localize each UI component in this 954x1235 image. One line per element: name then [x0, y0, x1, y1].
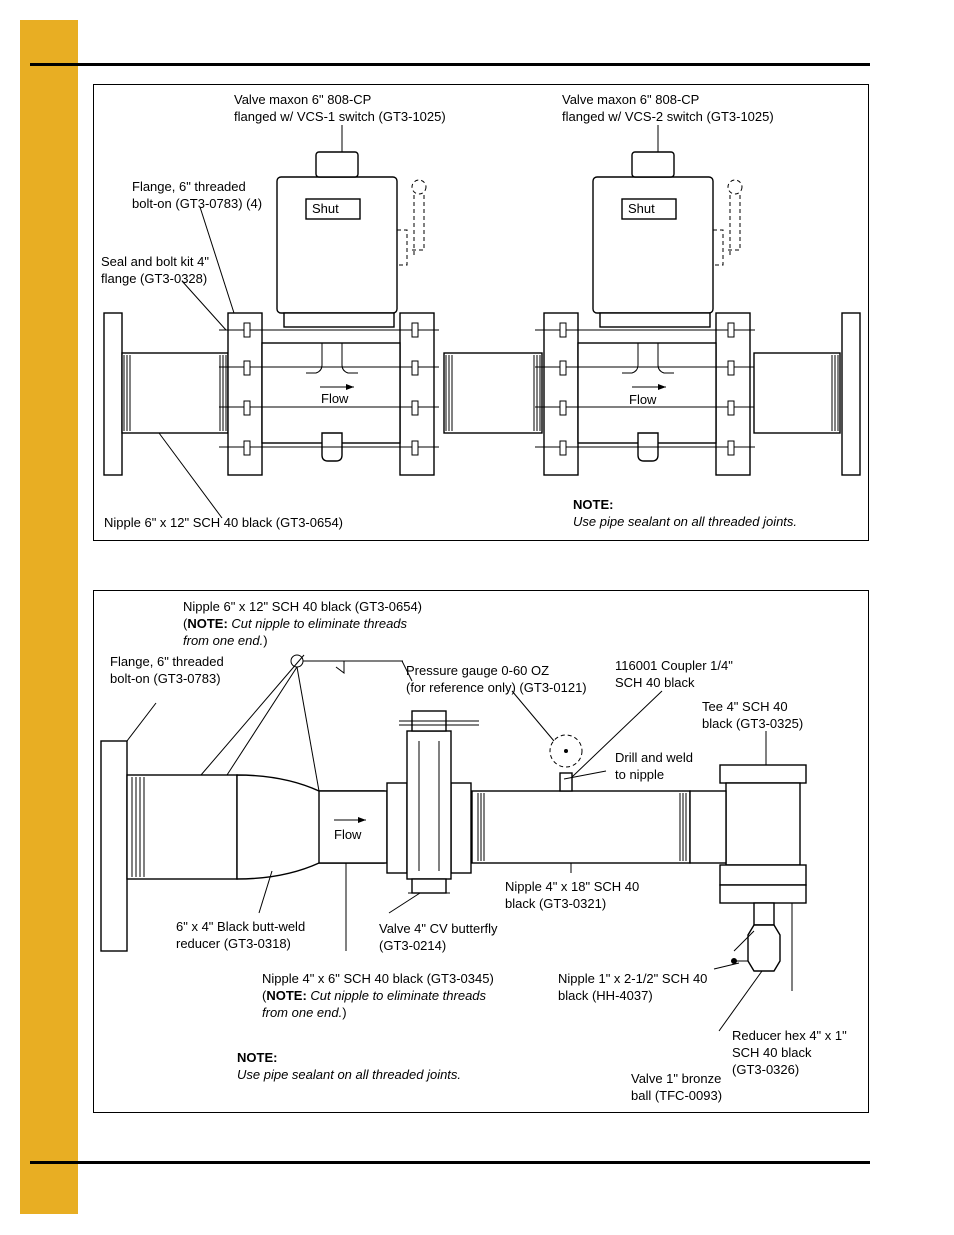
reducer-hex — [719, 884, 807, 904]
valve-1 — [219, 125, 439, 476]
coupler-label: 116001 Coupler 1/4"SCH 40 black — [615, 658, 733, 690]
valve-assembly-drawing — [103, 125, 861, 519]
nipple-4x6 — [318, 790, 388, 864]
butterfly-valve — [386, 710, 479, 894]
left-nipple — [121, 352, 229, 434]
butterfly-valve-label: Valve 4" CV butterfly(GT3-0214) — [379, 921, 498, 953]
nipple-6in-label: Nipple 6" x 12" SCH 40 black (GT3-0654) … — [183, 599, 423, 648]
note-title: NOTE: — [573, 497, 614, 512]
flow-label-1: Flow — [321, 391, 349, 406]
bottom-rule — [30, 1161, 870, 1164]
note-title-2: NOTE: — [237, 1050, 278, 1065]
note-text-2: Use pipe sealant on all threaded joints. — [237, 1067, 462, 1082]
left-flange — [103, 312, 123, 476]
ball-valve — [747, 924, 781, 972]
valve-2 — [535, 125, 755, 476]
right-flange — [841, 312, 861, 476]
gauge-assembly-drawing — [100, 654, 807, 1032]
accent-sidebar — [20, 20, 78, 1214]
tee-4in — [689, 764, 807, 886]
seal-label: Seal and bolt kit 4"flange (GT3-0328) — [101, 254, 209, 286]
shut-label-1: Shut — [312, 201, 339, 216]
right-nipple — [753, 352, 841, 434]
coupler — [559, 772, 573, 792]
flow-label: Flow — [334, 827, 362, 842]
nipple-4x18 — [471, 790, 691, 864]
shut-label-2: Shut — [628, 201, 655, 216]
nipple-label: Nipple 6" x 12" SCH 40 black (GT3-0654) — [104, 515, 344, 530]
top-rule — [30, 63, 870, 66]
flange-6in — [100, 740, 128, 952]
pressure-gauge — [549, 734, 583, 768]
gauge-assembly-diagram: Nipple 6" x 12" SCH 40 black (GT3-0654) … — [93, 590, 869, 1113]
middle-nipple — [443, 352, 543, 434]
pressure-gauge-label: Pressure gauge 0-60 OZ(for reference onl… — [406, 663, 587, 695]
nipple-1in — [753, 902, 775, 926]
flow-label-2: Flow — [629, 392, 657, 407]
nipple-6in — [126, 774, 238, 880]
reducer-hex-label: Reducer hex 4" x 1"SCH 40 black(GT3-0326… — [732, 1028, 847, 1077]
nipple-4x6-label: Nipple 4" x 6" SCH 40 black (GT3-0345) (… — [262, 971, 494, 1020]
note-text: Use pipe sealant on all threaded joints. — [573, 514, 798, 529]
